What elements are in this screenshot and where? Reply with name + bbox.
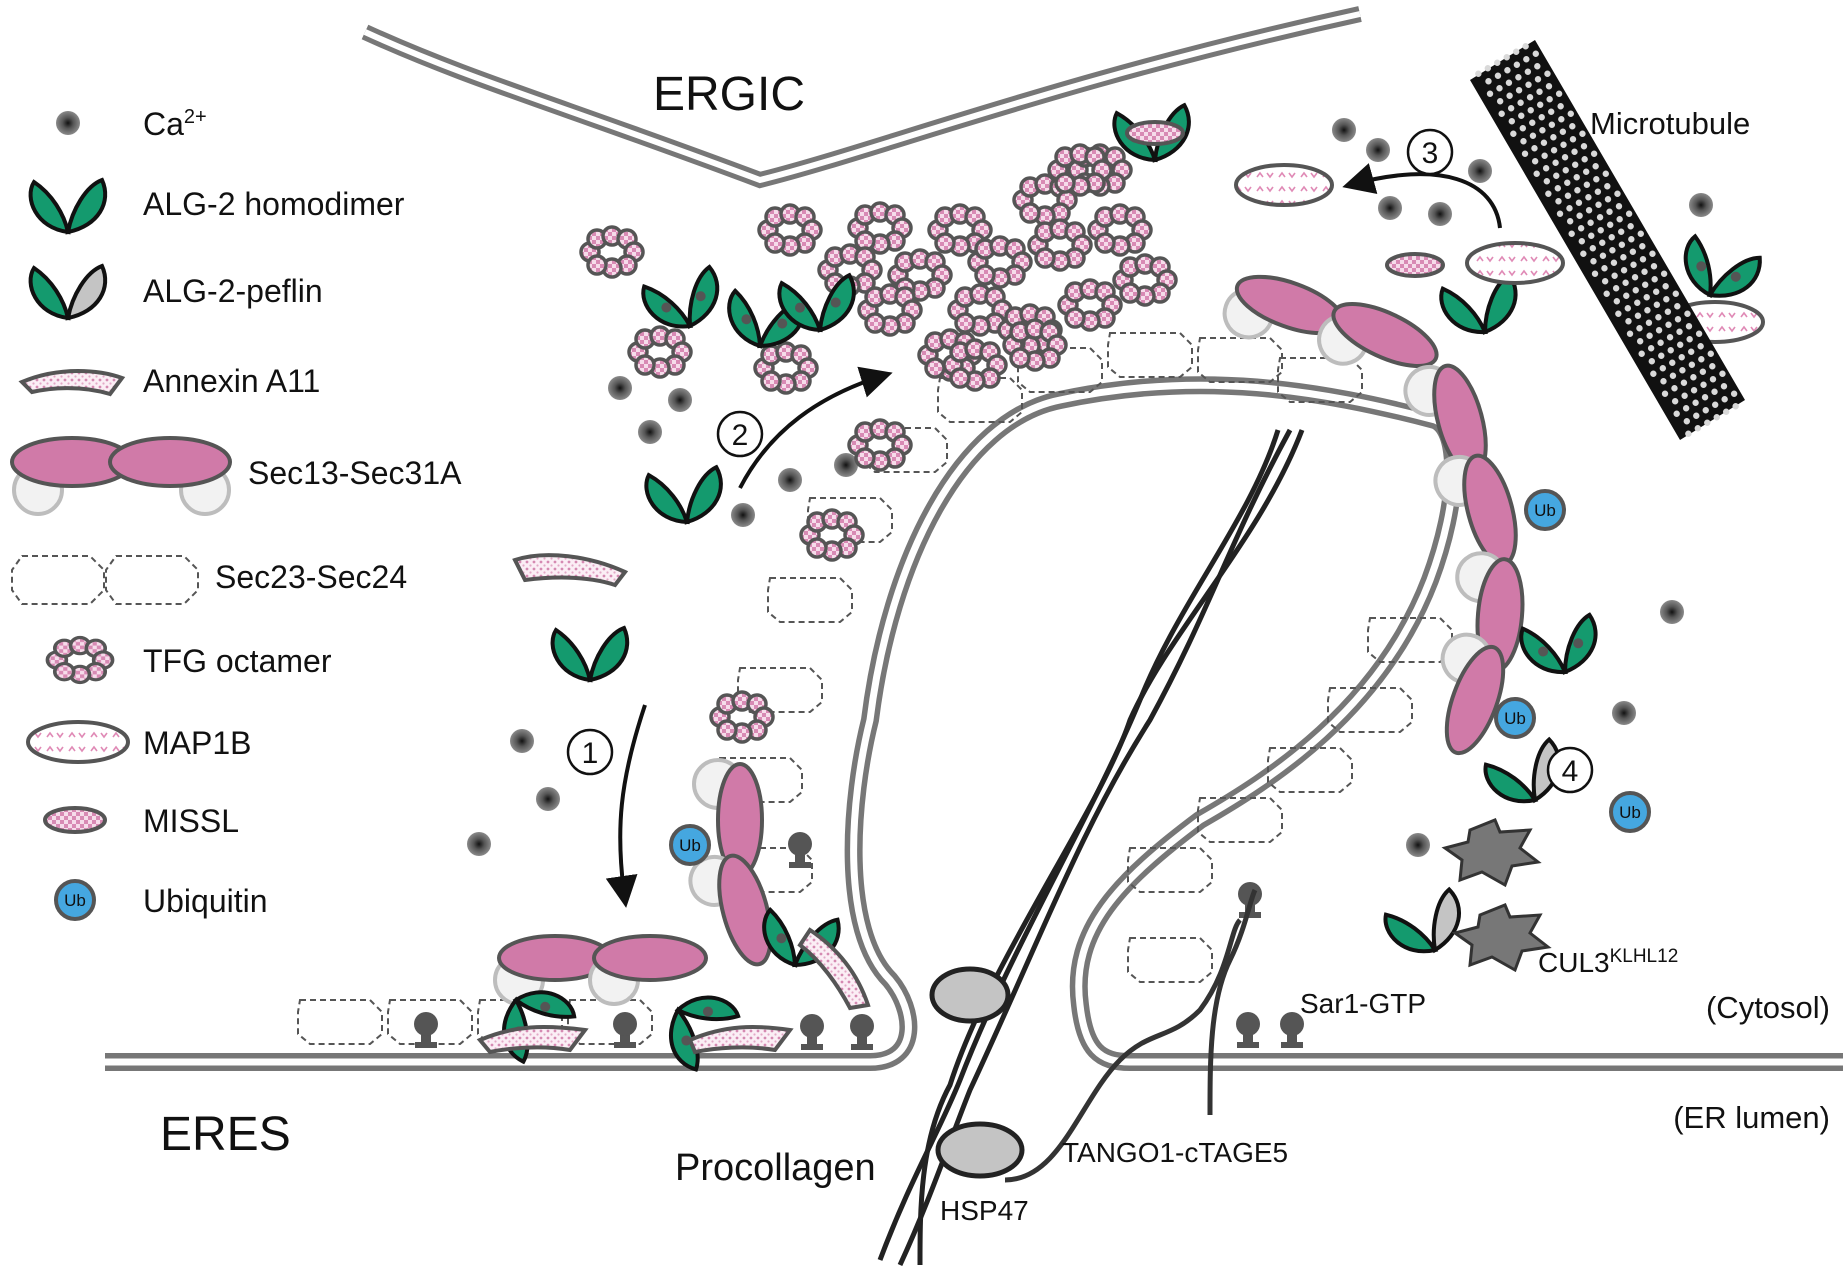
sec23-sec24-icon xyxy=(12,556,198,604)
microtubule xyxy=(1470,40,1745,440)
procollagen-label: Procollagen xyxy=(675,1147,876,1189)
legend-sec23-label: Sec23-Sec24 xyxy=(215,559,407,595)
svg-text:Ub: Ub xyxy=(1504,709,1526,728)
ergic-membrane xyxy=(365,14,1360,180)
ergic-label: ERGIC xyxy=(653,68,805,121)
sec13-sec31a-icon xyxy=(12,438,230,514)
legend-peflin-label: ALG-2-peflin xyxy=(143,273,323,309)
legend-tfg-label: TFG octamer xyxy=(143,643,332,679)
legend-ca-label: Ca2+ xyxy=(143,106,207,142)
missl-icon xyxy=(45,808,105,832)
step-4: 4 xyxy=(1562,755,1579,788)
sec13-sec31a-coat xyxy=(495,264,1527,1004)
sar1-label: Sar1-GTP xyxy=(1300,988,1426,1019)
alg2-peflin-icon xyxy=(31,266,106,318)
er-lumen-label: (ER lumen) xyxy=(1673,1100,1830,1135)
cul3-label: CUL3KLHL12 xyxy=(1538,946,1678,978)
svg-text:Ub: Ub xyxy=(64,891,86,910)
ubiquitin-icon: Ub xyxy=(56,881,94,919)
legend-alg2-label: ALG-2 homodimer xyxy=(143,186,405,222)
legend-annexin-label: Annexin A11 xyxy=(143,363,320,399)
legend-missl-label: MISSL xyxy=(143,803,239,839)
legend-ubiquitin-label: Ubiquitin xyxy=(143,883,268,919)
svg-text:Ub: Ub xyxy=(1619,803,1641,822)
annexin-a11-icon xyxy=(22,371,122,394)
step-1: 1 xyxy=(582,737,599,770)
svg-text:Ub: Ub xyxy=(679,836,701,855)
cytosol-label: (Cytosol) xyxy=(1706,990,1830,1025)
tango1-label: TANGO1-cTAGE5 xyxy=(1062,1137,1288,1168)
tfg-octamer-icon xyxy=(47,638,112,683)
legend-sec13-label: Sec13-Sec31A xyxy=(248,455,462,491)
cul3-klhl12 xyxy=(1445,820,1548,970)
alg2-homodimer-icon xyxy=(31,180,106,232)
eres-label: ERES xyxy=(160,1108,291,1161)
step-2: 2 xyxy=(732,419,749,452)
step-3: 3 xyxy=(1422,137,1439,170)
legend-map1b-label: MAP1B xyxy=(143,725,251,761)
legend: Ca2+ ALG-2 homodimer ALG-2-peflin Annexi… xyxy=(12,106,462,919)
map1b-icon xyxy=(28,722,128,762)
ca-ion-icon xyxy=(56,111,80,135)
svg-text:Ub: Ub xyxy=(1534,501,1556,520)
microtubule-label: Microtubule xyxy=(1590,106,1750,141)
hsp47-label: HSP47 xyxy=(940,1195,1029,1226)
